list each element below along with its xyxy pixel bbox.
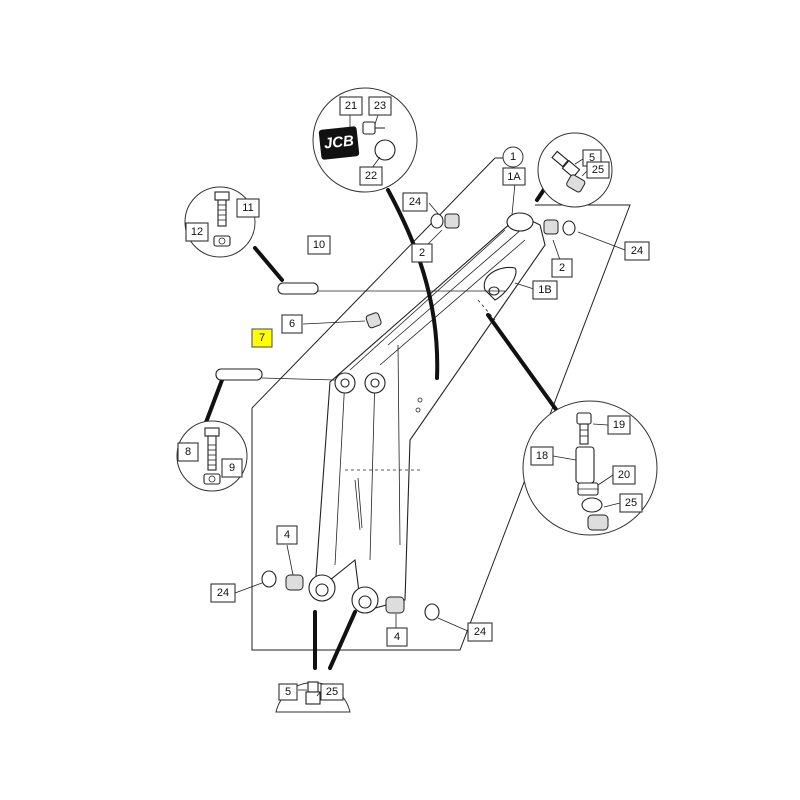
label-2-left[interactable]: 2 (411, 243, 433, 263)
leader-lines (198, 168, 626, 633)
label-24-bottom-text: 24 (474, 626, 486, 638)
label-1b[interactable]: 1B (532, 280, 558, 300)
label-6-text: 6 (289, 318, 295, 330)
label-1-text: 1 (510, 151, 516, 163)
label-8-text: 8 (185, 446, 191, 458)
label-2-left-text: 2 (419, 247, 425, 259)
pin-7-shape (215, 368, 263, 381)
label-23[interactable]: 23 (368, 96, 392, 116)
label-18-text: 18 (536, 450, 548, 462)
label-7-text: 7 (259, 332, 265, 344)
label-24-top[interactable]: 24 (402, 192, 428, 212)
label-25-bottom[interactable]: 25 (320, 683, 344, 701)
label-6[interactable]: 6 (281, 314, 303, 334)
logo-text: JCB (323, 132, 355, 152)
label-4-right-text: 4 (394, 631, 400, 643)
label-19[interactable]: 19 (607, 415, 631, 435)
label-22[interactable]: 22 (359, 166, 383, 186)
pin-10-shape (277, 282, 319, 295)
label-9[interactable]: 9 (221, 458, 243, 478)
label-4-left[interactable]: 4 (276, 525, 298, 545)
label-5-top-text: 5 (589, 152, 595, 164)
label-1a-text: 1A (507, 171, 521, 183)
label-19-text: 19 (613, 419, 625, 431)
label-1a[interactable]: 1A (502, 167, 526, 186)
label-12[interactable]: 12 (185, 222, 209, 242)
label-5-bottom[interactable]: 5 (278, 683, 298, 701)
bush-6-shape (365, 312, 382, 329)
label-25-ram[interactable]: 25 (619, 493, 643, 513)
loose-parts (215, 213, 576, 621)
label-18[interactable]: 18 (530, 446, 554, 466)
label-25-ram-text: 25 (625, 497, 637, 509)
label-9-text: 9 (229, 462, 235, 474)
label-23-text: 23 (374, 100, 386, 112)
label-10[interactable]: 10 (307, 235, 331, 255)
callout-bolt-11 (184, 186, 256, 258)
label-24-right-text: 24 (631, 245, 643, 257)
label-1[interactable]: 1 (502, 146, 524, 168)
label-7[interactable]: 7 (251, 328, 273, 348)
label-11-text: 11 (242, 202, 253, 214)
label-12-text: 12 (191, 226, 203, 238)
label-24-left-text: 24 (217, 587, 229, 599)
callout-ram (522, 400, 658, 536)
label-24-top-text: 24 (409, 196, 421, 208)
label-4-left-text: 4 (284, 529, 290, 541)
label-2-right[interactable]: 2 (551, 258, 573, 278)
label-21[interactable]: 21 (339, 96, 363, 116)
label-24-bottom[interactable]: 24 (467, 622, 493, 642)
label-5-bottom-text: 5 (285, 686, 291, 698)
label-4-right[interactable]: 4 (386, 627, 408, 647)
label-20-text: 20 (618, 469, 630, 481)
label-10-text: 10 (313, 239, 325, 251)
callout-connectors (203, 183, 562, 670)
boom-arm (308, 212, 546, 614)
label-21-text: 21 (345, 100, 357, 112)
label-25-top-text: 25 (592, 164, 604, 176)
label-22-text: 22 (365, 170, 377, 182)
label-24-right[interactable]: 24 (624, 241, 650, 261)
label-11[interactable]: 11 (236, 198, 260, 218)
label-2-right-text: 2 (559, 262, 565, 274)
label-1b-text: 1B (538, 284, 551, 296)
label-25-top[interactable]: 25 (586, 161, 610, 179)
label-8[interactable]: 8 (177, 442, 199, 462)
label-20[interactable]: 20 (612, 465, 636, 485)
label-25-bottom-text: 25 (326, 686, 338, 698)
label-24-left[interactable]: 24 (210, 583, 236, 603)
jcb-logo-icon: JCB (318, 126, 360, 160)
